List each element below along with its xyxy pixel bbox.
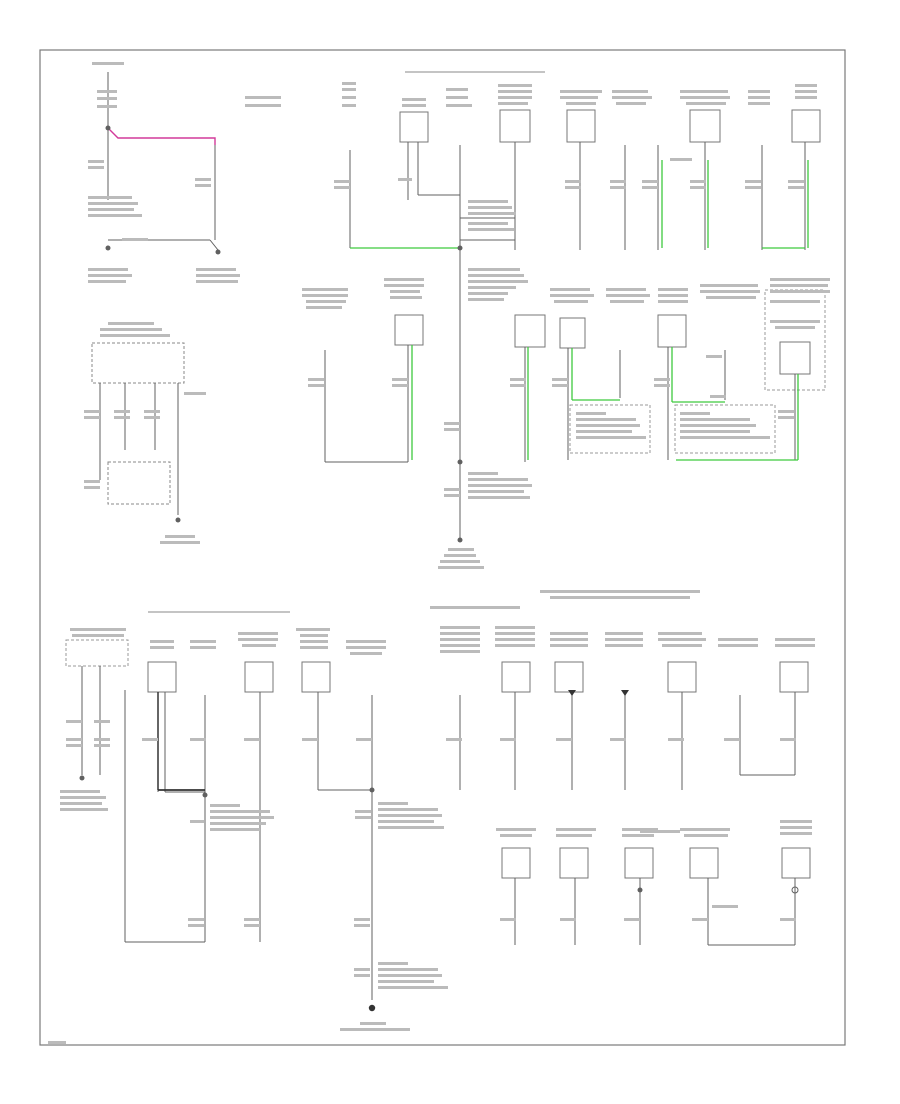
connector-mark xyxy=(621,690,629,696)
splice-point xyxy=(202,792,208,798)
connector-mark xyxy=(568,690,576,696)
ground-point xyxy=(457,537,463,543)
diagram-border xyxy=(39,49,846,1046)
ground-point xyxy=(637,887,643,893)
splice-point xyxy=(457,245,463,251)
pink-wire xyxy=(107,127,216,145)
ground-point xyxy=(215,249,221,255)
label-stubs-top-left xyxy=(88,62,281,283)
ground-point xyxy=(79,775,85,781)
ground-point xyxy=(175,517,181,523)
lower-components-row xyxy=(48,590,815,1044)
label-stubs-relay xyxy=(84,322,206,544)
relay-box-section xyxy=(91,342,185,515)
middle-components-row xyxy=(302,268,830,569)
upper-components-row xyxy=(334,71,821,540)
ground-point xyxy=(368,1004,376,1012)
ground-point xyxy=(791,886,799,894)
ground-point xyxy=(105,245,111,251)
battery-ground-section xyxy=(107,72,219,251)
splice-point xyxy=(105,125,111,131)
splice-point xyxy=(457,459,463,465)
splice-point xyxy=(369,787,375,793)
